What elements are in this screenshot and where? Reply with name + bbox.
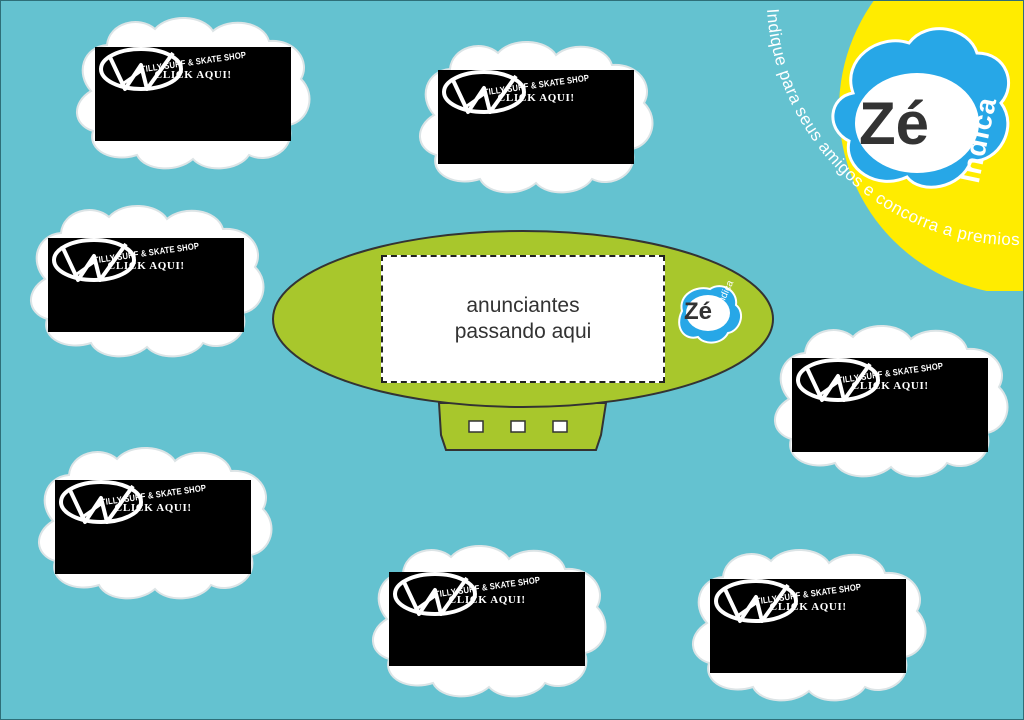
ze-indica-corner-badge[interactable]: Indique para seus amigos e concorra a pr… — [761, 1, 1024, 291]
tilly-logo-icon — [393, 572, 477, 616]
ad-click-label: CLICK AQUI! — [497, 92, 575, 104]
ad-banner-tilly[interactable]: TILLY SURF & SKATE SHOP CLICK AQUI! — [710, 579, 906, 673]
ad-cloud: TILLY SURF & SKATE SHOP CLICK AQUI! — [27, 201, 267, 361]
ad-banner-tilly[interactable]: TILLY SURF & SKATE SHOP CLICK AQUI! — [389, 572, 585, 666]
blimp-window — [552, 420, 568, 433]
ad-cloud: TILLY SURF & SKATE SHOP CLICK AQUI! — [35, 443, 275, 603]
ad-cloud: TILLY SURF & SKATE SHOP CLICK AQUI! — [416, 37, 656, 197]
ad-click-label: CLICK AQUI! — [448, 594, 526, 606]
ad-click-label: CLICK AQUI! — [154, 69, 232, 81]
ze-indica-logo-icon — [678, 285, 743, 344]
blimp-ad-banner[interactable]: anunciantes passando aqui — [381, 255, 665, 383]
ad-cloud: TILLY SURF & SKATE SHOP CLICK AQUI! — [369, 541, 609, 701]
blimp-window — [468, 420, 484, 433]
tilly-logo-icon — [796, 358, 880, 402]
ad-click-label: CLICK AQUI! — [769, 601, 847, 613]
ad-click-label: CLICK AQUI! — [114, 502, 192, 514]
ad-click-label: CLICK AQUI! — [107, 260, 185, 272]
tilly-logo-icon — [99, 47, 183, 91]
tilly-logo-icon — [52, 238, 136, 282]
brand-ze-text: Zé — [859, 90, 930, 157]
blimp-badge-ze: Zé — [684, 298, 713, 325]
ad-banner-tilly[interactable]: TILLY SURF & SKATE SHOP CLICK AQUI! — [48, 238, 244, 332]
ad-banner-tilly[interactable]: TILLY SURF & SKATE SHOP CLICK AQUI! — [438, 70, 634, 164]
blimp-window — [510, 420, 526, 433]
ad-click-label: CLICK AQUI! — [851, 380, 929, 392]
ad-cloud: TILLY SURF & SKATE SHOP CLICK AQUI! — [689, 545, 929, 705]
banner-text-line2: passando aqui — [454, 320, 592, 343]
ad-cloud: TILLY SURF & SKATE SHOP CLICK AQUI! — [771, 321, 1011, 481]
ad-banner-tilly[interactable]: TILLY SURF & SKATE SHOP CLICK AQUI! — [95, 47, 291, 141]
ad-banner-tilly[interactable]: TILLY SURF & SKATE SHOP CLICK AQUI! — [55, 480, 251, 574]
ze-indica-logo-icon — [831, 27, 1011, 189]
tilly-logo-icon — [714, 579, 798, 623]
tilly-logo-icon — [59, 480, 143, 524]
ad-cloud: TILLY SURF & SKATE SHOP CLICK AQUI! — [73, 13, 313, 173]
banner-text-line1: anunciantes — [466, 294, 580, 317]
tilly-logo-icon — [442, 70, 526, 114]
ad-banner-tilly[interactable]: TILLY SURF & SKATE SHOP CLICK AQUI! — [792, 358, 988, 452]
